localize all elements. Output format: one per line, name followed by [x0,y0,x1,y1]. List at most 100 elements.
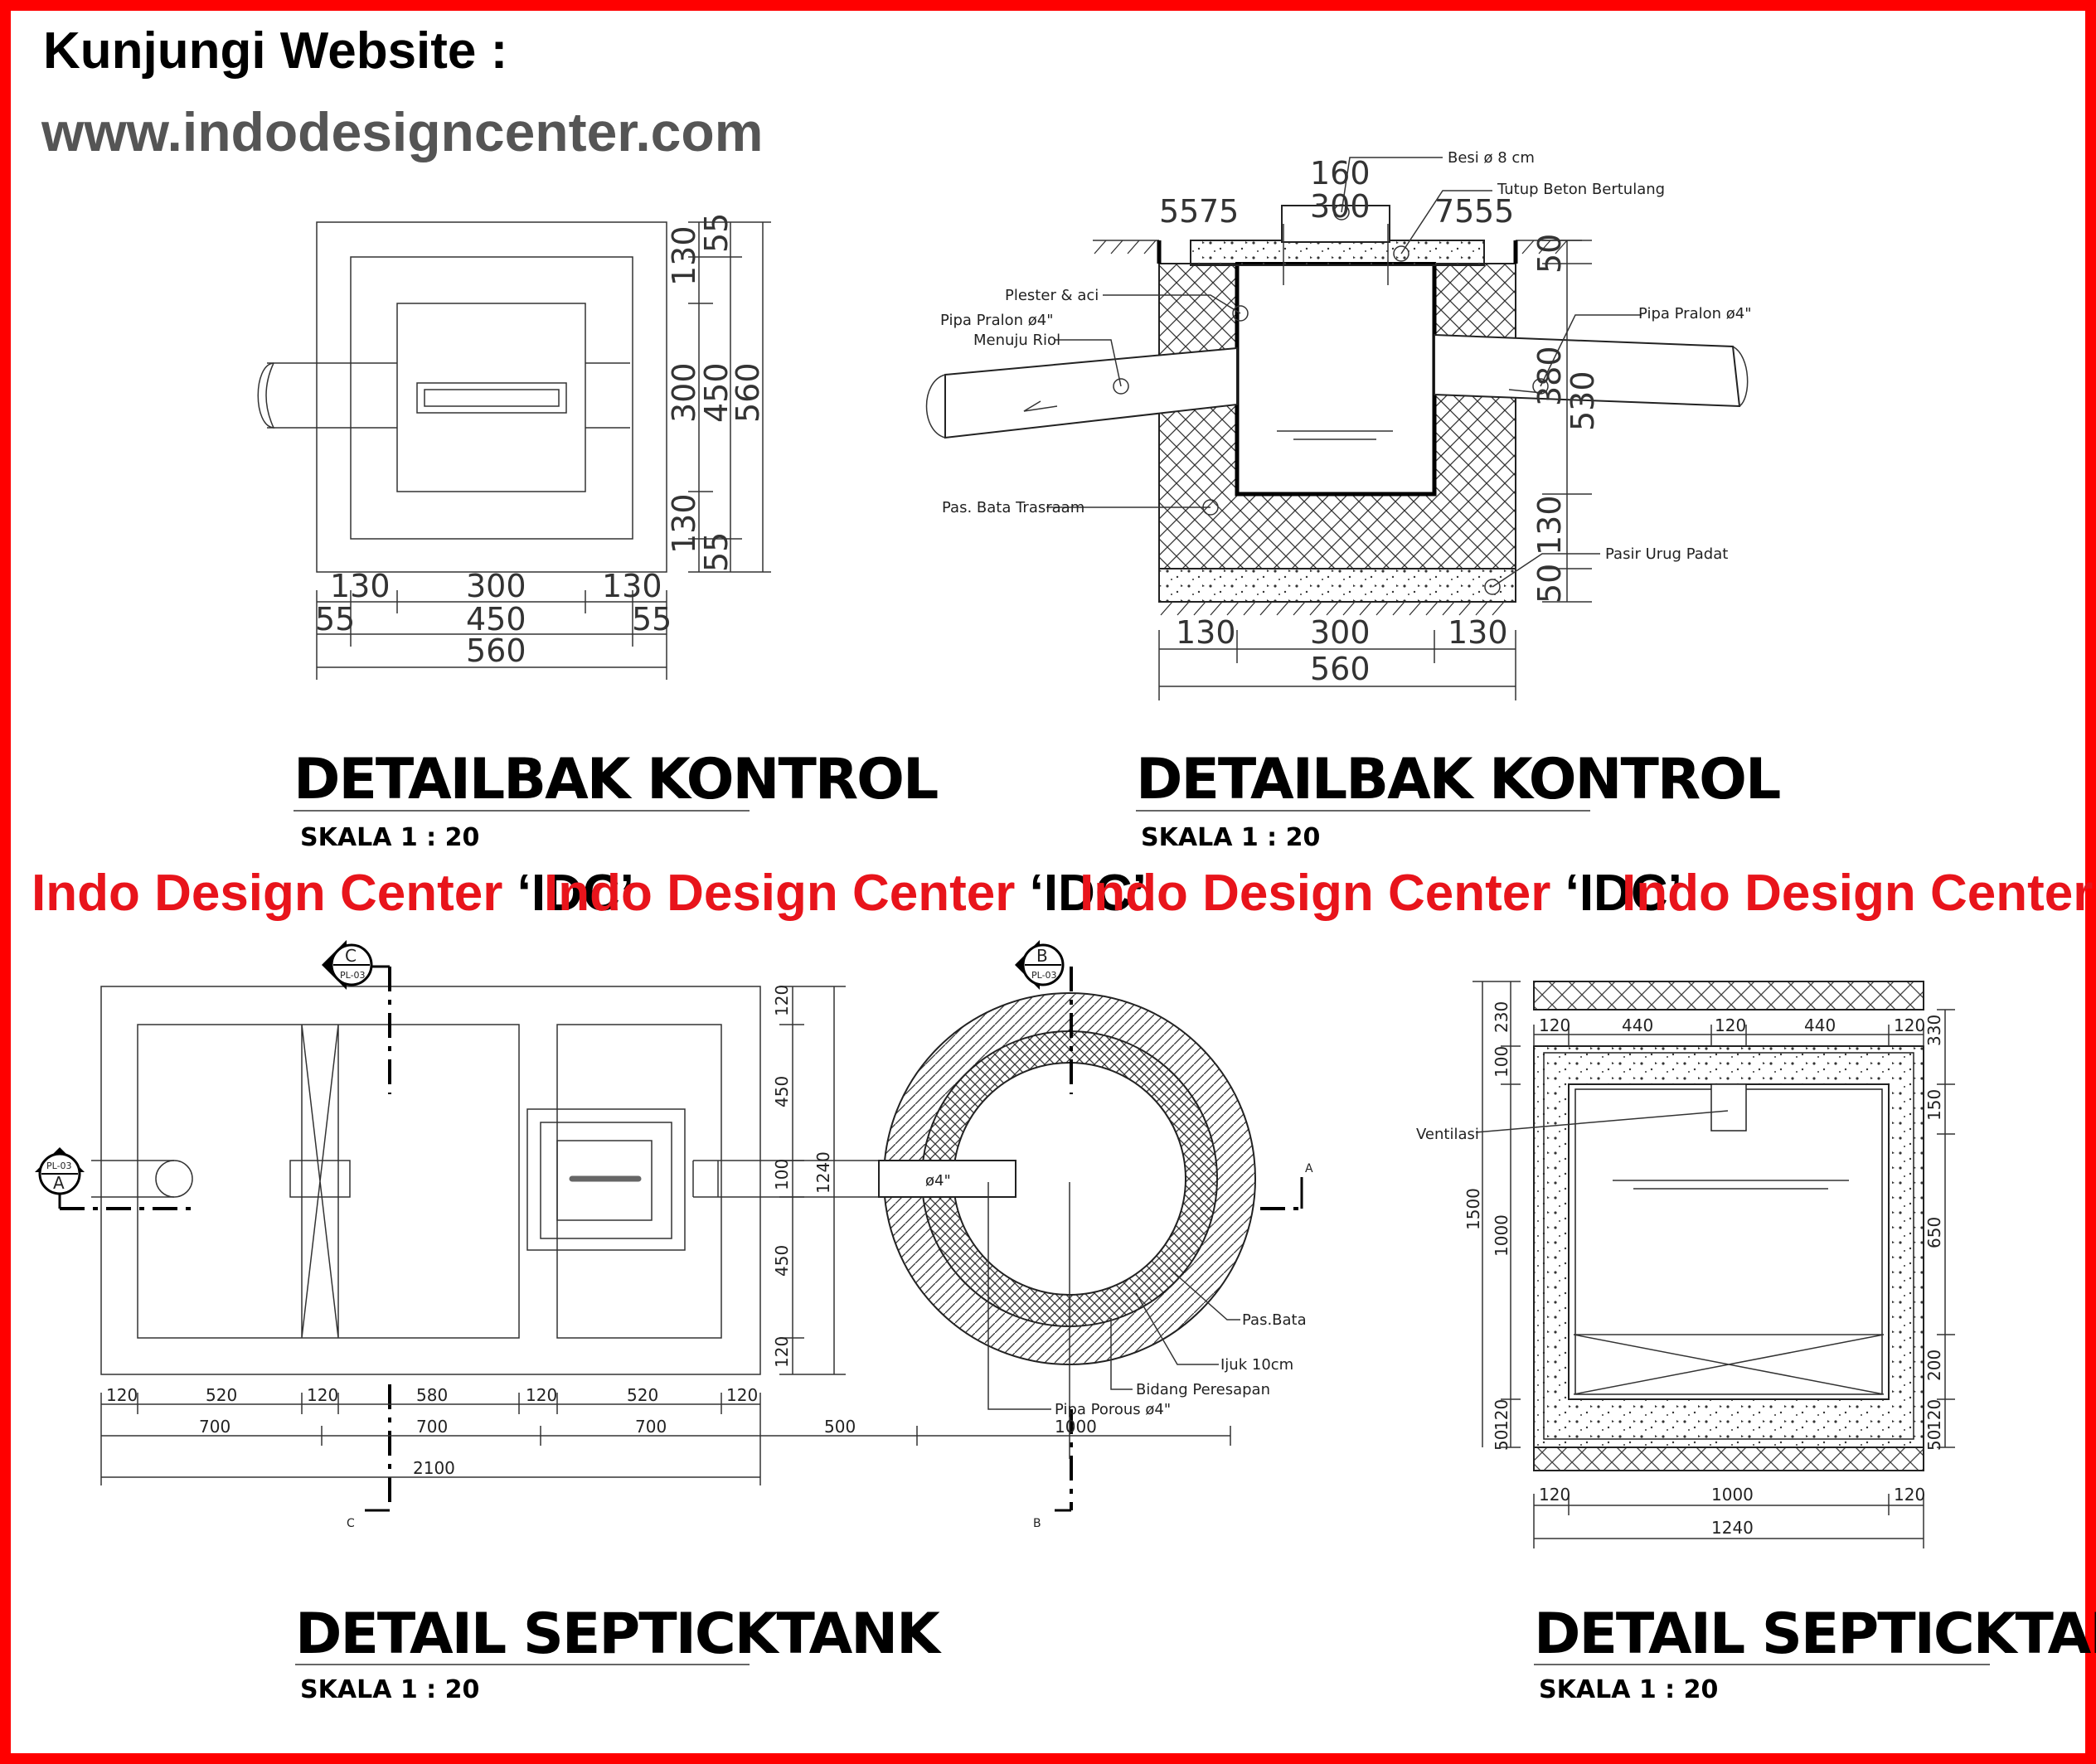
watermark-4: Indo Design Center ‘IDC’ [1622,865,2096,922]
marker-c-ref: PL-03 [340,970,366,981]
d2-dim-r3: 530 [1565,371,1601,431]
d2-dim-t3: 160 [1310,155,1371,191]
d1-dim-b3: 130 [602,568,662,604]
d2-label-tutup: Tutup Beton Bertulang [1497,181,1665,198]
d3-label-pasbata: Pas.Bata [1242,1311,1307,1329]
d3-dim-c3: 700 [635,1417,667,1437]
d4-label-ventilasi: Ventilasi [1416,1126,1479,1143]
d4-scale: SKALA 1 : 20 [1539,1675,1718,1704]
d1-dim-r1: 55 [698,213,735,253]
d3-dim-b6: 520 [627,1385,658,1405]
d4-dim-r4: 200 [1924,1350,1944,1381]
d1-dim-b7: 560 [466,632,526,669]
d1-dim-b5: 450 [466,601,526,637]
d3-dim-r5: 120 [772,1336,792,1368]
d3-label-porous: Pipa Porous ø4" [1055,1401,1171,1418]
d4-dim-b4: 1240 [1711,1518,1754,1538]
d1-dim-b2: 300 [466,568,526,604]
d2-dim-t1: 55 [1159,193,1199,230]
d4-dim-l5: 120 [1492,1399,1511,1431]
d4-dim-t1: 120 [1539,1015,1570,1035]
d3-label-bidang: Bidang Peresapan [1136,1381,1270,1398]
d2-dim-r4: 130 [1531,495,1568,555]
marker-a-label: A [53,1173,65,1193]
bak-kontrol-section: 50 380 530 130 50 55 75 160 300 75 55 13… [925,149,1782,852]
d2-dim-b3: 130 [1448,614,1508,651]
watermark-2: Indo Design Center ‘IDC’ [544,865,1147,922]
d4-dim-r6: 50 [1924,1430,1944,1451]
d1-dim-r6: 130 [666,493,702,554]
bak-kontrol-plan: 130 300 130 55 450 55 560 55 130 300 450… [257,213,939,852]
d2-dim-r2: 380 [1531,346,1568,406]
d3-dim-c4: 500 [824,1417,856,1437]
d2-label-bata: Pas. Bata Trasraam [942,499,1084,516]
septictank-plan: C PL-03 B PL-03 PL-03 A A C B ø4" Pas.Ba… [35,940,1313,1704]
septictank-section: Ventilasi 120 440 120 440 120 230 100 10… [1416,981,2096,1704]
d3-scale: SKALA 1 : 20 [300,1675,479,1704]
d2-label-besi: Besi ø 8 cm [1448,149,1535,167]
d1-title: DETAILBAK KONTROL [294,747,938,812]
header-line2: www.indodesigncenter.com [41,101,763,162]
d1-dim-b1: 130 [330,568,391,604]
d3-dim-r2: 450 [772,1076,792,1107]
d1-dim-r3: 300 [666,362,702,423]
d3-label-ijuk: Ijuk 10cm [1220,1356,1293,1374]
d1-scale: SKALA 1 : 20 [300,823,479,852]
d3-dim-b3: 120 [307,1385,338,1405]
d3-dim-b1: 120 [106,1385,138,1405]
d2-dim-r1: 50 [1531,234,1568,274]
header-line1: Kunjungi Website : [43,22,507,80]
d4-dim-r1: 330 [1924,1015,1944,1046]
watermark-3: Indo Design Center ‘IDC’ [1080,865,1682,922]
d2-dim-b1: 130 [1176,614,1236,651]
d4-title: DETAIL SEPTICKTANK [1534,1602,2096,1667]
d3-dim-r1: 120 [772,985,792,1016]
d3-dim-c2: 700 [416,1417,448,1437]
d3-dim-b7: 120 [726,1385,758,1405]
marker-c-label: C [345,946,357,966]
d4-dim-r5: 120 [1924,1399,1944,1431]
d2-label-pasir: Pasir Urug Padat [1605,545,1728,563]
d4-dim-l4: 1500 [1463,1188,1483,1230]
d2-dim-b4: 560 [1310,651,1371,687]
d4-dim-t2: 440 [1622,1015,1653,1035]
d3-dim-r4: 450 [772,1245,792,1277]
d1-dim-r5: 560 [730,362,766,423]
d4-dim-l2: 100 [1492,1046,1511,1078]
d4-dim-t3: 120 [1715,1015,1746,1035]
d1-dim-r4: 450 [698,362,735,423]
d3-dim-b5: 120 [526,1385,557,1405]
d3-dim-r6: 1240 [813,1151,833,1194]
d2-label-plester: Plester & aci [1005,287,1099,304]
d2-dim-t5: 75 [1434,193,1474,230]
marker-b-ref: PL-03 [1031,970,1057,981]
marker-a-end: A [1305,1162,1313,1175]
d2-label-pipa-riol-1: Pipa Pralon ø4" [940,312,1054,329]
d1-dim-r7: 55 [698,532,735,572]
marker-b-label: B [1036,946,1048,966]
d2-dim-t6: 55 [1474,193,1514,230]
d3-label-pipe: ø4" [925,1172,951,1190]
d3-dim-r3: 100 [772,1159,792,1190]
d2-title: DETAILBAK KONTROL [1136,747,1780,812]
marker-c-end: C [347,1517,355,1530]
d4-dim-b3: 120 [1894,1485,1925,1505]
marker-b-end: B [1033,1517,1041,1530]
d4-dim-t5: 120 [1894,1015,1925,1035]
d4-dim-l3: 1000 [1492,1214,1511,1257]
d3-dim-b4: 580 [416,1385,448,1405]
d4-dim-b2: 1000 [1711,1485,1754,1505]
d4-dim-t4: 440 [1804,1015,1836,1035]
d2-label-pipa-right: Pipa Pralon ø4" [1638,305,1752,322]
d2-label-pipa-riol-2: Menuju Riol [973,332,1060,349]
watermark-1: Indo Design Center ‘IDC’ [32,865,634,922]
d2-dim-t4: 300 [1310,188,1371,225]
d3-dim-c5: 1000 [1055,1417,1097,1437]
d1-dim-r2: 130 [666,225,702,286]
watermark-band: Indo Design Center ‘IDC’ Indo Design Cen… [32,865,2096,922]
d4-dim-l1: 230 [1492,1001,1511,1033]
d4-dim-r3: 650 [1924,1217,1944,1248]
d3-dim-c1: 700 [199,1417,230,1437]
d3-dim-d1: 2100 [413,1458,455,1478]
